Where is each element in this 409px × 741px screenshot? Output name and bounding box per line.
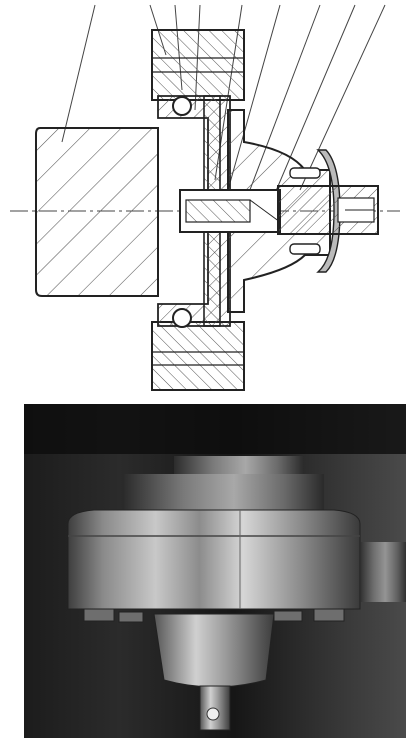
collet-cone [153,613,275,688]
cross-section-drawing [10,4,400,391]
lower-o-ring [172,308,192,328]
tool-shank [199,685,231,731]
device-photograph [24,404,406,738]
lower-flange [151,321,245,391]
bolts [289,167,321,255]
top-cap [174,456,304,478]
side-fixture [360,542,406,602]
cross-section-svg [10,4,400,391]
main-housing [67,509,361,610]
clamp-pads [83,608,345,623]
hub-body [35,127,159,297]
upper-o-ring [172,96,192,116]
upper-flange [151,29,245,101]
photo-svg [24,404,406,738]
